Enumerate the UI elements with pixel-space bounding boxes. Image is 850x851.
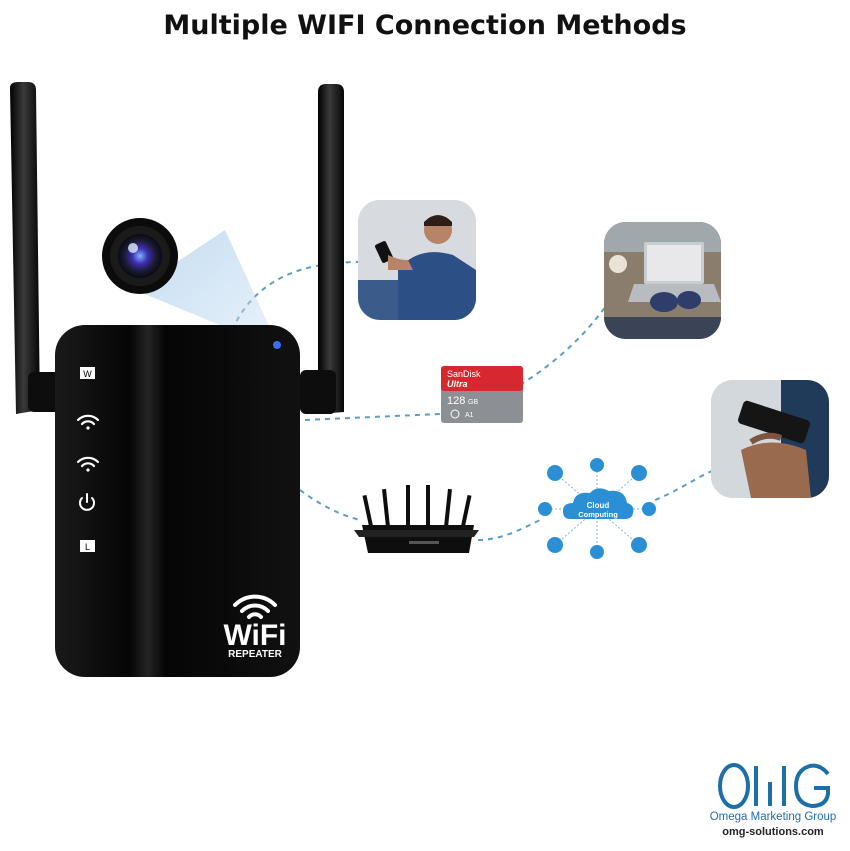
website: omg-solutions.com — [722, 826, 824, 838]
sd-class-marks: A1 — [465, 412, 474, 419]
omg-logo — [718, 763, 830, 809]
smartphone-icon — [738, 400, 810, 444]
line-to-cloud — [477, 519, 541, 541]
line-to-sd-card — [304, 413, 441, 421]
camera-lens-callout — [102, 218, 280, 350]
led-l-badge — [80, 540, 95, 552]
line-to-router — [299, 489, 361, 521]
photo-hand-with-phone — [711, 380, 829, 498]
led-w-label: W — [83, 369, 92, 379]
antennas — [10, 82, 344, 414]
sd-capacity: 128 — [447, 395, 465, 407]
wifi-icon — [76, 414, 100, 430]
wifi-signal-icon — [76, 456, 100, 472]
wifi-logo-text: WiFi — [223, 619, 286, 652]
cloud-label-2: Computing — [578, 510, 618, 519]
device-body — [55, 325, 300, 677]
left-antenna — [10, 82, 40, 414]
cloud-computing-diagram: Cloud Computing — [538, 458, 656, 559]
power-icon — [79, 493, 95, 511]
line-to-laptop — [519, 299, 611, 386]
page-title: Multiple WIFI Connection Methods — [163, 10, 687, 41]
sd-unit: GB — [468, 399, 478, 406]
line-to-phone — [654, 469, 716, 501]
coffee-cup — [609, 255, 627, 273]
camera-pinhole — [273, 341, 281, 349]
lens-icon — [118, 234, 162, 278]
repeater-text: REPEATER — [228, 649, 282, 660]
right-antenna — [318, 84, 344, 414]
sd-line: Ultra — [447, 379, 468, 389]
right-antenna-hinge — [300, 370, 336, 414]
sd-brand: SanDisk — [447, 369, 481, 379]
sd-card: SanDisk Ultra 128 GB A1 — [441, 366, 523, 423]
cloud-label-1: Cloud — [587, 501, 610, 510]
led-l-label: L — [85, 542, 90, 552]
photo-person-with-phone — [358, 200, 476, 320]
company-name: Omega Marketing Group — [709, 811, 837, 823]
photo-laptop-user — [604, 222, 721, 339]
led-w-badge — [80, 367, 95, 379]
wifi-repeater-device: W L WiFi REPEATER — [55, 325, 300, 677]
cloud-icon — [563, 488, 634, 519]
router-icon — [354, 485, 479, 553]
camera-beam — [135, 230, 280, 350]
wifi-logo-icon — [233, 594, 277, 619]
